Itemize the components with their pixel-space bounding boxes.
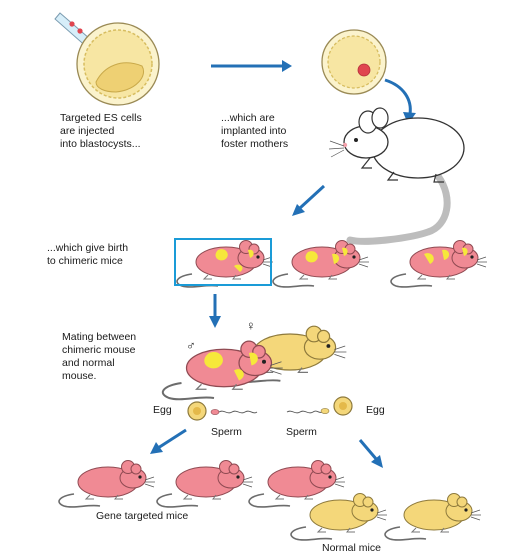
female-symbol: ♀	[246, 318, 256, 333]
normal-mice-label: Normal mice	[322, 542, 381, 554]
arrow-icon	[211, 60, 292, 72]
mouse-icon	[272, 239, 370, 288]
step-birth-label: ...which give birth to chimeric mice	[47, 242, 129, 267]
mouse-icon	[290, 492, 388, 541]
arrow-icon	[358, 439, 383, 468]
sperm-icon	[210, 409, 258, 415]
sperm-label-left: Sperm	[211, 426, 242, 438]
sperm-icon	[286, 408, 330, 414]
blastocyst-icon	[321, 29, 387, 95]
chimeric-highlight-box	[174, 238, 272, 286]
mouse-icon	[161, 340, 284, 401]
step-mating-label: Mating between chimeric mouse and normal…	[62, 331, 137, 382]
arrow-icon	[209, 294, 221, 328]
arrow-icon	[384, 78, 416, 124]
mouse-icon	[390, 239, 488, 288]
egg-icon	[187, 401, 207, 421]
mouse-icon	[156, 459, 254, 508]
arrow-icon	[150, 428, 187, 454]
arrow-icon	[292, 184, 326, 216]
mouse-icon	[248, 459, 346, 508]
sperm-label-right: Sperm	[286, 426, 317, 438]
step-inject-label: Targeted ES cells are injected into blas…	[60, 112, 142, 150]
mouse-icon	[176, 239, 274, 288]
egg-label-left: Egg	[153, 404, 172, 416]
male-symbol: ♂	[186, 338, 196, 353]
egg-label-right: Egg	[366, 404, 385, 416]
blastocyst-icon	[76, 22, 160, 106]
step-implant-label: ...which are implanted into foster mothe…	[221, 112, 289, 150]
egg-icon	[333, 396, 353, 416]
mouse-icon	[58, 459, 156, 508]
mouse-icon	[384, 492, 482, 541]
mouse-icon	[328, 107, 465, 245]
gene-targeted-label: Gene targeted mice	[96, 510, 189, 522]
